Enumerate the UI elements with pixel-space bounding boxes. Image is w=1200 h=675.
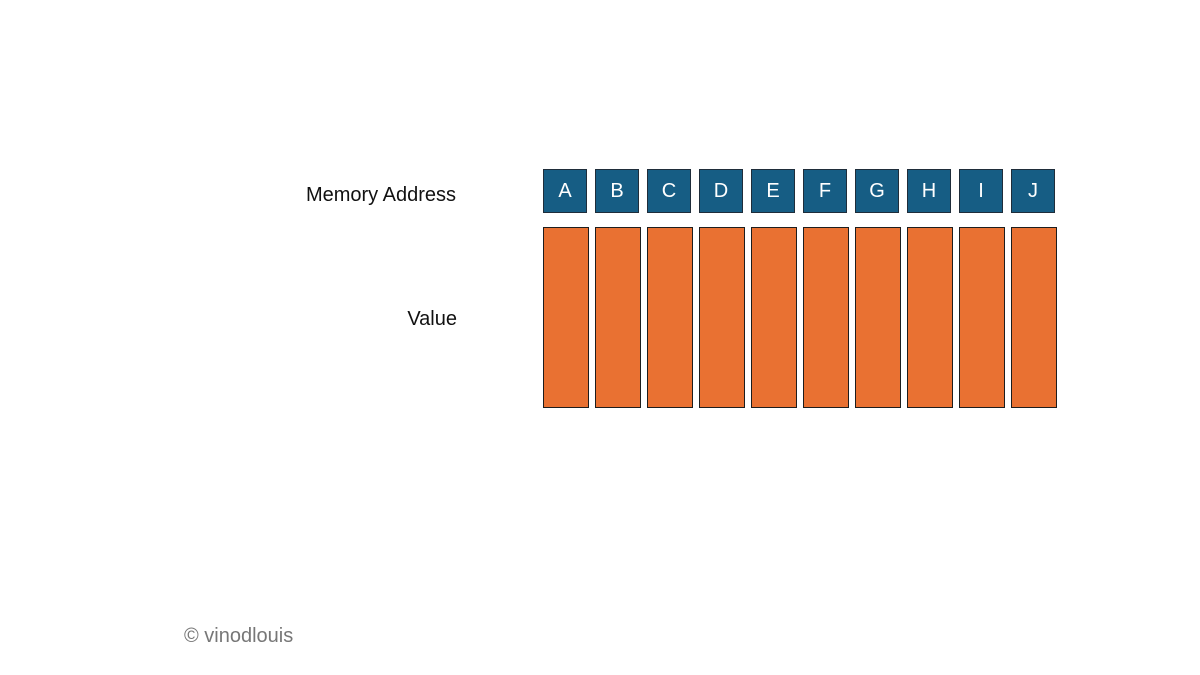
value-row	[543, 227, 1063, 409]
value-cell	[803, 227, 849, 408]
memory-address-cell: D	[699, 169, 743, 213]
value-cell	[543, 227, 589, 408]
memory-address-cell: F	[803, 169, 847, 213]
value-cell	[855, 227, 901, 408]
memory-address-cell: H	[907, 169, 951, 213]
memory-address-cell: B	[595, 169, 639, 213]
value-cell	[1011, 227, 1057, 408]
value-cell	[699, 227, 745, 408]
value-cell	[907, 227, 953, 408]
value-cell	[751, 227, 797, 408]
value-cell	[959, 227, 1005, 408]
memory-address-cell: A	[543, 169, 587, 213]
value-label: Value	[407, 308, 457, 330]
memory-address-cell: E	[751, 169, 795, 213]
memory-address-cell: I	[959, 169, 1003, 213]
memory-address-cell: C	[647, 169, 691, 213]
value-cell	[647, 227, 693, 408]
value-cell	[595, 227, 641, 408]
memory-address-cell: G	[855, 169, 899, 213]
memory-address-label: Memory Address	[305, 184, 456, 206]
memory-address-cell: J	[1011, 169, 1055, 213]
copyright-text: © vinodlouis	[184, 625, 294, 647]
